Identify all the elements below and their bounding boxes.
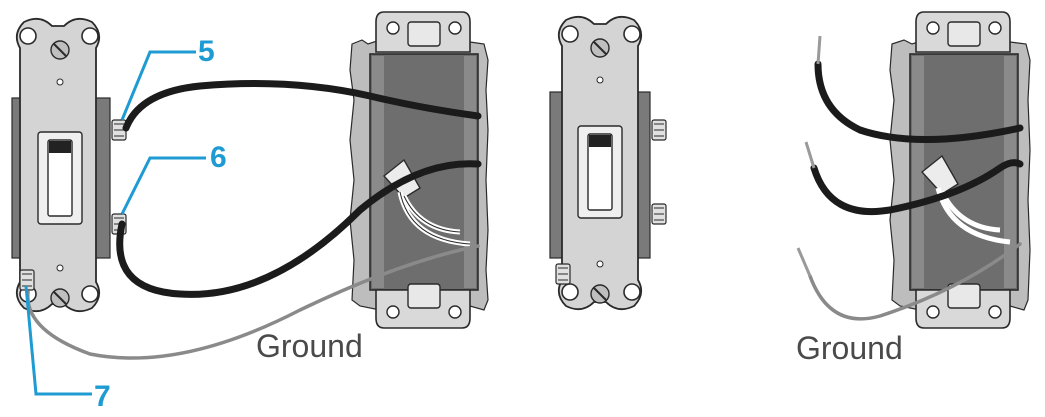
middle-switch-ear-hole-br	[623, 283, 641, 301]
left-electrical-box	[349, 11, 489, 329]
left-box-bottom-ear-hole-left	[386, 305, 400, 319]
callout-5-number: 5	[198, 35, 215, 68]
middle-switch-toggle-lever-shade	[589, 135, 611, 147]
left-switch-ear-hole-tl	[19, 27, 37, 45]
right-box-inner-wall-right	[1004, 56, 1016, 288]
right-box-bottom-ear-hole-right	[988, 305, 1002, 319]
callout-7-leader	[24, 285, 92, 396]
left-box-top-ear-hole-right	[448, 21, 462, 35]
left-switch-ear-hole-br	[81, 285, 99, 303]
right-box-bottom-clamp	[947, 283, 981, 309]
left-ground-wire	[26, 244, 480, 360]
right-box-bottom-ear	[915, 289, 1011, 329]
right-ground-wire	[808, 242, 1022, 321]
callout-5-leader	[120, 50, 196, 121]
left-switch	[11, 17, 127, 313]
callout-7-number: 7	[94, 380, 111, 413]
left-box-bottom-ear-hole-right	[448, 305, 462, 319]
middle-switch-ground-terminal	[555, 263, 571, 285]
left-switch-mount-screw-bottom-slot	[53, 291, 67, 305]
left-box-white-wires-outline	[399, 191, 471, 245]
left-box-inner-wall	[372, 56, 384, 288]
right-black-wire-upper-bare-tip	[816, 35, 822, 65]
middle-switch-toggle-lever	[587, 133, 613, 211]
right-box-wire-nut	[920, 154, 959, 195]
left-box-top-clamp	[407, 21, 441, 47]
callout-6-leader	[120, 156, 206, 215]
left-black-wire-lower	[116, 160, 482, 298]
middle-switch-ear-hole-bl	[561, 283, 579, 301]
right-box-bottom-ear-hole-left	[926, 305, 940, 319]
left-box-top-ear-hole-left	[386, 21, 400, 35]
left-switch-small-hole-top	[56, 78, 64, 86]
ground-label-right: Ground	[796, 330, 903, 366]
right-black-wire-upper	[814, 60, 1024, 144]
right-box-top-ear-hole-right	[988, 21, 1002, 35]
middle-switch-ear-hole-tr	[623, 25, 641, 43]
middle-switch-ear-hole-tl	[561, 25, 579, 43]
ground-label-left: Ground	[256, 328, 363, 364]
middle-switch-terminal-bottom	[651, 203, 667, 225]
left-box-bottom-ear	[375, 289, 471, 329]
right-ground-wire-bare-tip	[796, 247, 812, 277]
right-box-top-clamp	[947, 21, 981, 47]
middle-switch	[549, 15, 667, 311]
callout-6-number: 6	[210, 141, 227, 174]
right-box-inner-wall	[912, 56, 924, 288]
left-switch-toggle-lever-shade	[49, 141, 71, 153]
left-switch-toggle-lever	[47, 139, 73, 217]
middle-switch-terminal-top	[651, 119, 667, 141]
callout-5: 5	[120, 35, 215, 121]
left-switch-ear-hole-tr	[81, 27, 99, 45]
middle-switch-mount-screw-bottom-slot	[593, 287, 607, 301]
left-box-bottom-clamp	[407, 283, 441, 309]
left-switch-small-hole-bottom	[56, 264, 64, 272]
left-switch-mount-screw-top-slot	[53, 43, 67, 57]
callout-7: 7	[24, 285, 111, 413]
middle-switch-small-hole-top	[596, 76, 604, 84]
right-black-wire-lower	[810, 159, 1024, 216]
right-box-top-ear-hole-left	[926, 21, 940, 35]
left-black-wire-upper	[122, 80, 482, 132]
left-box-inner-wall-right	[464, 56, 476, 288]
middle-switch-mount-screw-top-slot	[593, 41, 607, 55]
callout-6: 6	[120, 141, 227, 215]
middle-switch-small-hole-bottom	[596, 260, 604, 268]
right-black-wire-lower-bare-tip	[804, 141, 816, 169]
